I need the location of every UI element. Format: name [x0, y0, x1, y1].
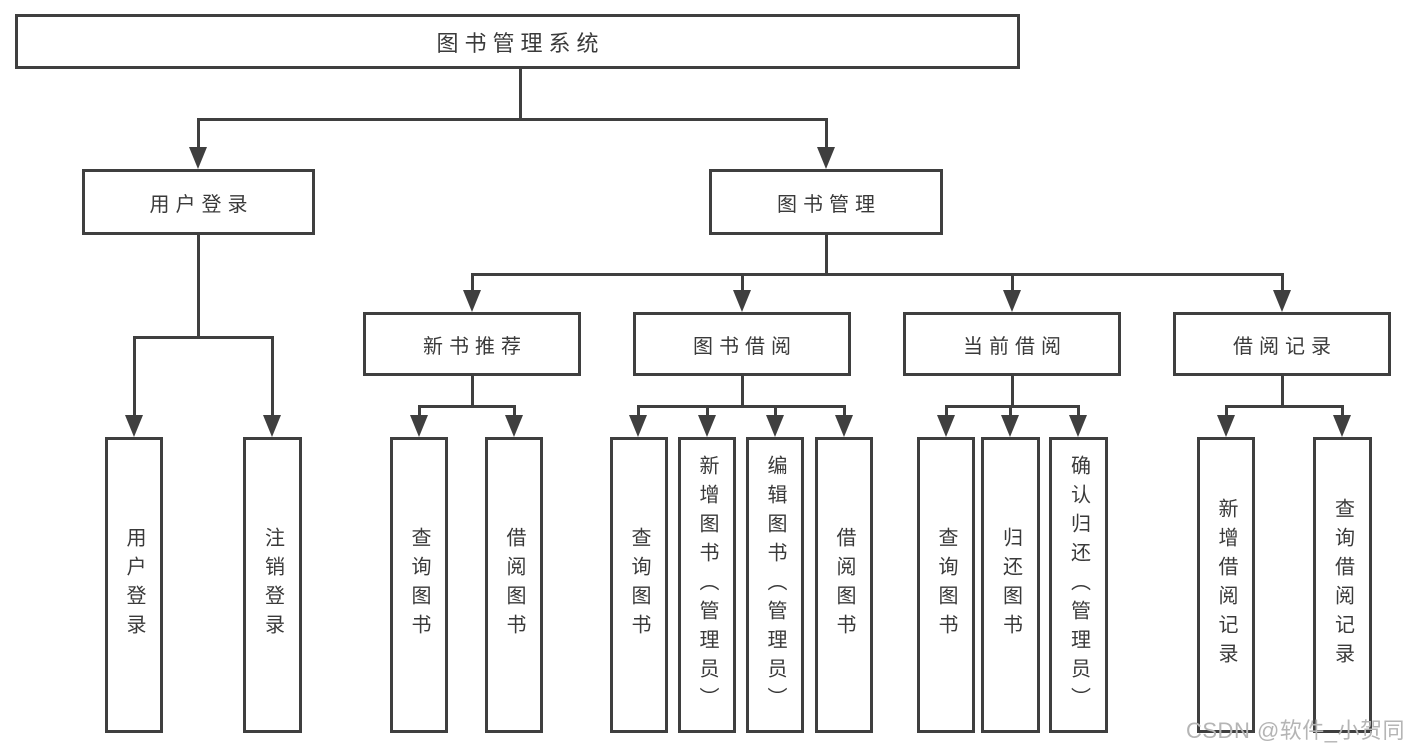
leaf-query-borrow-record: 查询借阅记录: [1313, 437, 1372, 733]
connector-line: [843, 405, 846, 417]
connector-line: [471, 376, 474, 405]
arrow-down-icon: [263, 415, 281, 437]
leaf-confirm-return-admin: 确认归还（管理员）: [1049, 437, 1108, 733]
connector-line: [1281, 376, 1284, 405]
arrow-down-icon: [410, 415, 428, 437]
connector-line: [271, 336, 274, 417]
connector-line: [1011, 273, 1014, 292]
arrow-down-icon: [698, 415, 716, 437]
connector-line: [945, 405, 948, 417]
node-book-borrow: 图书借阅: [633, 312, 851, 376]
connector-line: [1009, 405, 1012, 417]
connector-line: [637, 405, 846, 408]
connector-line: [1011, 376, 1014, 405]
connector-line: [418, 405, 516, 408]
leaf-add-book-admin: 新增图书（管理员）: [678, 437, 736, 733]
node-borrow-records: 借阅记录: [1173, 312, 1391, 376]
leaf-edit-book-admin: 编辑图书（管理员）: [746, 437, 804, 733]
arrow-down-icon: [189, 147, 207, 169]
connector-line: [774, 405, 777, 417]
arrow-down-icon: [1273, 290, 1291, 312]
connector-line: [945, 405, 1080, 408]
connector-line: [741, 273, 744, 292]
connector-line: [197, 235, 200, 336]
connector-line: [513, 405, 516, 417]
arrow-down-icon: [766, 415, 784, 437]
leaf-borrow-book-recommend: 借阅图书: [485, 437, 543, 733]
connector-line: [1225, 405, 1228, 417]
node-new-book-recommend: 新书推荐: [363, 312, 581, 376]
arrow-down-icon: [505, 415, 523, 437]
arrow-down-icon: [1003, 290, 1021, 312]
arrow-down-icon: [1333, 415, 1351, 437]
connector-line: [825, 118, 828, 150]
watermark: CSDN @软件_小贺同学: [1186, 718, 1405, 743]
connector-line: [471, 273, 474, 292]
leaf-borrow-book: 借阅图书: [815, 437, 873, 733]
leaf-add-borrow-record: 新增借阅记录: [1197, 437, 1255, 733]
connector-line: [1077, 405, 1080, 417]
arrow-down-icon: [1069, 415, 1087, 437]
arrow-down-icon: [629, 415, 647, 437]
arrow-down-icon: [817, 147, 835, 169]
connector-line: [1225, 405, 1344, 408]
arrow-down-icon: [733, 290, 751, 312]
leaf-query-book-borrow: 查询图书: [610, 437, 668, 733]
connector-line: [133, 336, 274, 339]
connector-line: [418, 405, 421, 417]
leaf-logout: 注销登录: [243, 437, 302, 733]
connector-line: [1281, 273, 1284, 292]
connector-line: [197, 118, 200, 150]
connector-line: [706, 405, 709, 417]
arrow-down-icon: [125, 415, 143, 437]
connector-line: [825, 235, 828, 273]
connector-line: [1341, 405, 1344, 417]
node-root: 图书管理系统: [15, 14, 1020, 69]
arrow-down-icon: [463, 290, 481, 312]
leaf-return-book: 归还图书: [981, 437, 1040, 733]
connector-line: [637, 405, 640, 417]
connector-line: [519, 69, 522, 118]
node-user-login: 用户登录: [82, 169, 315, 235]
arrow-down-icon: [835, 415, 853, 437]
leaf-query-book-current: 查询图书: [917, 437, 975, 733]
arrow-down-icon: [1217, 415, 1235, 437]
arrow-down-icon: [937, 415, 955, 437]
node-book-management: 图书管理: [709, 169, 943, 235]
connector-line: [197, 118, 828, 121]
leaf-user-login: 用户登录: [105, 437, 163, 733]
connector-line: [741, 376, 744, 405]
leaf-query-book-recommend: 查询图书: [390, 437, 448, 733]
connector-line: [471, 273, 1284, 276]
arrow-down-icon: [1001, 415, 1019, 437]
node-current-borrow: 当前借阅: [903, 312, 1121, 376]
connector-line: [133, 336, 136, 417]
